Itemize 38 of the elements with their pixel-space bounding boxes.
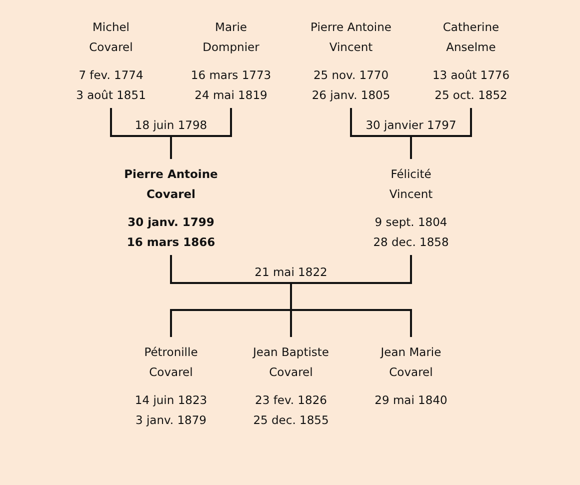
- date-text: 13 août 1776: [432, 67, 510, 84]
- person-name: Marie Dompnier: [202, 19, 260, 56]
- date-text: 16 mars 1866: [126, 234, 216, 251]
- connector-line: [411, 108, 472, 137]
- connector-line: [170, 136, 172, 159]
- date-text: 14 juin 1823: [134, 392, 208, 409]
- date-text: 24 mai 1819: [194, 87, 268, 104]
- person-name: Michel Covarel: [88, 19, 134, 56]
- person-name: Catherine Anselme: [442, 19, 500, 56]
- connector-line: [171, 108, 232, 137]
- person-name: Pétronille Covarel: [143, 344, 199, 381]
- date-text: 23 fev. 1826: [255, 392, 327, 409]
- date-text: 28 dec. 1858: [373, 234, 449, 251]
- connector-line: [290, 310, 292, 337]
- connector-line: [170, 309, 291, 337]
- person-name: Jean Marie Covarel: [379, 344, 442, 381]
- connector-line: [410, 136, 412, 159]
- date-text: 3 août 1851: [76, 87, 146, 104]
- person-name: Pierre Antoine Covarel: [123, 166, 219, 203]
- connector-line: [290, 283, 292, 310]
- connector-line: [291, 309, 412, 337]
- date-text: 29 mai 1840: [374, 392, 448, 409]
- date-text: 26 janv. 1805: [312, 87, 390, 104]
- person-name: Pierre Antoine Vincent: [310, 19, 392, 56]
- date-text: 30 janv. 1799: [128, 214, 214, 231]
- person-name: Jean Baptiste Covarel: [251, 344, 330, 381]
- connector-line: [291, 255, 412, 284]
- date-text: 9 sept. 1804: [374, 214, 448, 231]
- connector-line: [110, 108, 171, 137]
- connector-line: [170, 255, 291, 284]
- date-text: 25 nov. 1770: [313, 67, 389, 84]
- person-name: Félicité Vincent: [388, 166, 434, 203]
- date-text: 7 fev. 1774: [78, 67, 144, 84]
- connector-line: [350, 108, 411, 137]
- date-text: 25 dec. 1855: [253, 412, 329, 429]
- date-text: 16 mars 1773: [190, 67, 272, 84]
- date-text: 3 janv. 1879: [136, 412, 206, 429]
- date-text: 25 oct. 1852: [434, 87, 508, 104]
